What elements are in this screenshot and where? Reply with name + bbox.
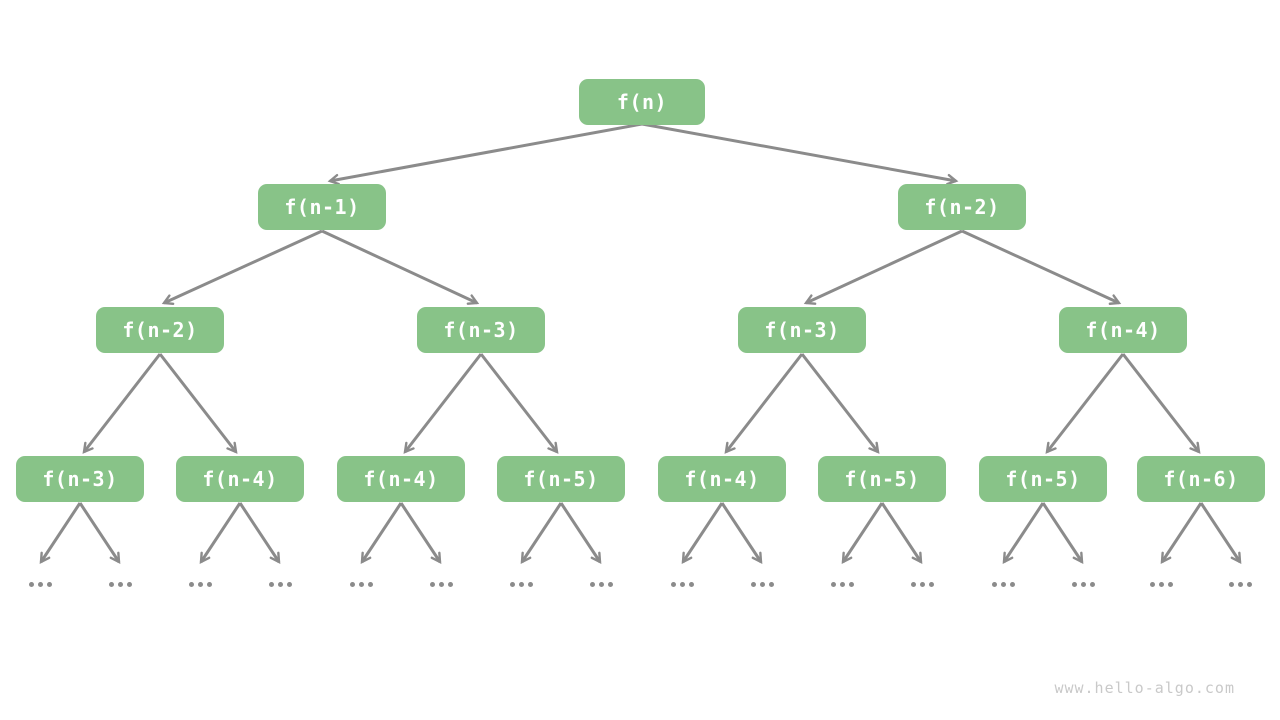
ellipsis — [911, 581, 934, 587]
ellipsis — [1072, 581, 1095, 587]
edge — [1041, 502, 1084, 565]
edge — [39, 502, 82, 565]
edge — [720, 502, 763, 565]
edge — [78, 502, 121, 565]
ellipsis — [671, 581, 694, 587]
edge — [1121, 353, 1201, 454]
edge — [681, 502, 724, 565]
edge — [724, 353, 804, 454]
edge — [1160, 502, 1203, 565]
ellipsis — [350, 581, 373, 587]
edge — [1045, 353, 1125, 454]
edge — [1002, 502, 1045, 565]
tree-node-l2-3: f(n-4) — [1059, 307, 1187, 353]
edge — [399, 502, 442, 565]
ellipsis — [269, 581, 292, 587]
tree-node-l2-0: f(n-2) — [96, 307, 224, 353]
tree-node-l3-3: f(n-5) — [497, 456, 625, 502]
ellipsis — [189, 581, 212, 587]
edge — [360, 502, 403, 565]
tree-node-l3-6: f(n-5) — [979, 456, 1107, 502]
ellipsis — [510, 581, 533, 587]
ellipsis — [1150, 581, 1173, 587]
tree-node-l3-5: f(n-5) — [818, 456, 946, 502]
edge — [520, 502, 563, 565]
edge — [961, 229, 1122, 305]
ellipsis — [430, 581, 453, 587]
tree-node-l3-1: f(n-4) — [176, 456, 304, 502]
edge — [199, 502, 242, 565]
ellipsis — [109, 581, 132, 587]
tree-node-l2-1: f(n-3) — [417, 307, 545, 353]
ellipsis — [751, 581, 774, 587]
edge — [841, 502, 884, 565]
edge — [803, 229, 963, 305]
edge — [559, 502, 602, 565]
edge — [403, 353, 483, 454]
edge — [82, 353, 162, 454]
tree-node-l1-1: f(n-2) — [898, 184, 1026, 230]
ellipsis — [1229, 581, 1252, 587]
ellipsis — [831, 581, 854, 587]
edge — [641, 122, 959, 186]
tree-node-l2-2: f(n-3) — [738, 307, 866, 353]
edge — [327, 122, 643, 186]
edge — [1199, 502, 1242, 565]
watermark: www.hello-algo.com — [1054, 679, 1235, 697]
tree-node-l3-7: f(n-6) — [1137, 456, 1265, 502]
tree-node-l1-0: f(n-1) — [258, 184, 386, 230]
edge — [800, 353, 880, 454]
tree-node-l3-4: f(n-4) — [658, 456, 786, 502]
ellipsis — [992, 581, 1015, 587]
tree-node-root: f(n) — [579, 79, 705, 125]
ellipsis — [590, 581, 613, 587]
tree-node-l3-2: f(n-4) — [337, 456, 465, 502]
edge — [238, 502, 281, 565]
ellipsis — [29, 581, 52, 587]
edge — [321, 229, 480, 305]
edge — [161, 229, 323, 305]
edge — [880, 502, 923, 565]
edge — [158, 353, 238, 454]
edge — [479, 353, 559, 454]
tree-node-l3-0: f(n-3) — [16, 456, 144, 502]
